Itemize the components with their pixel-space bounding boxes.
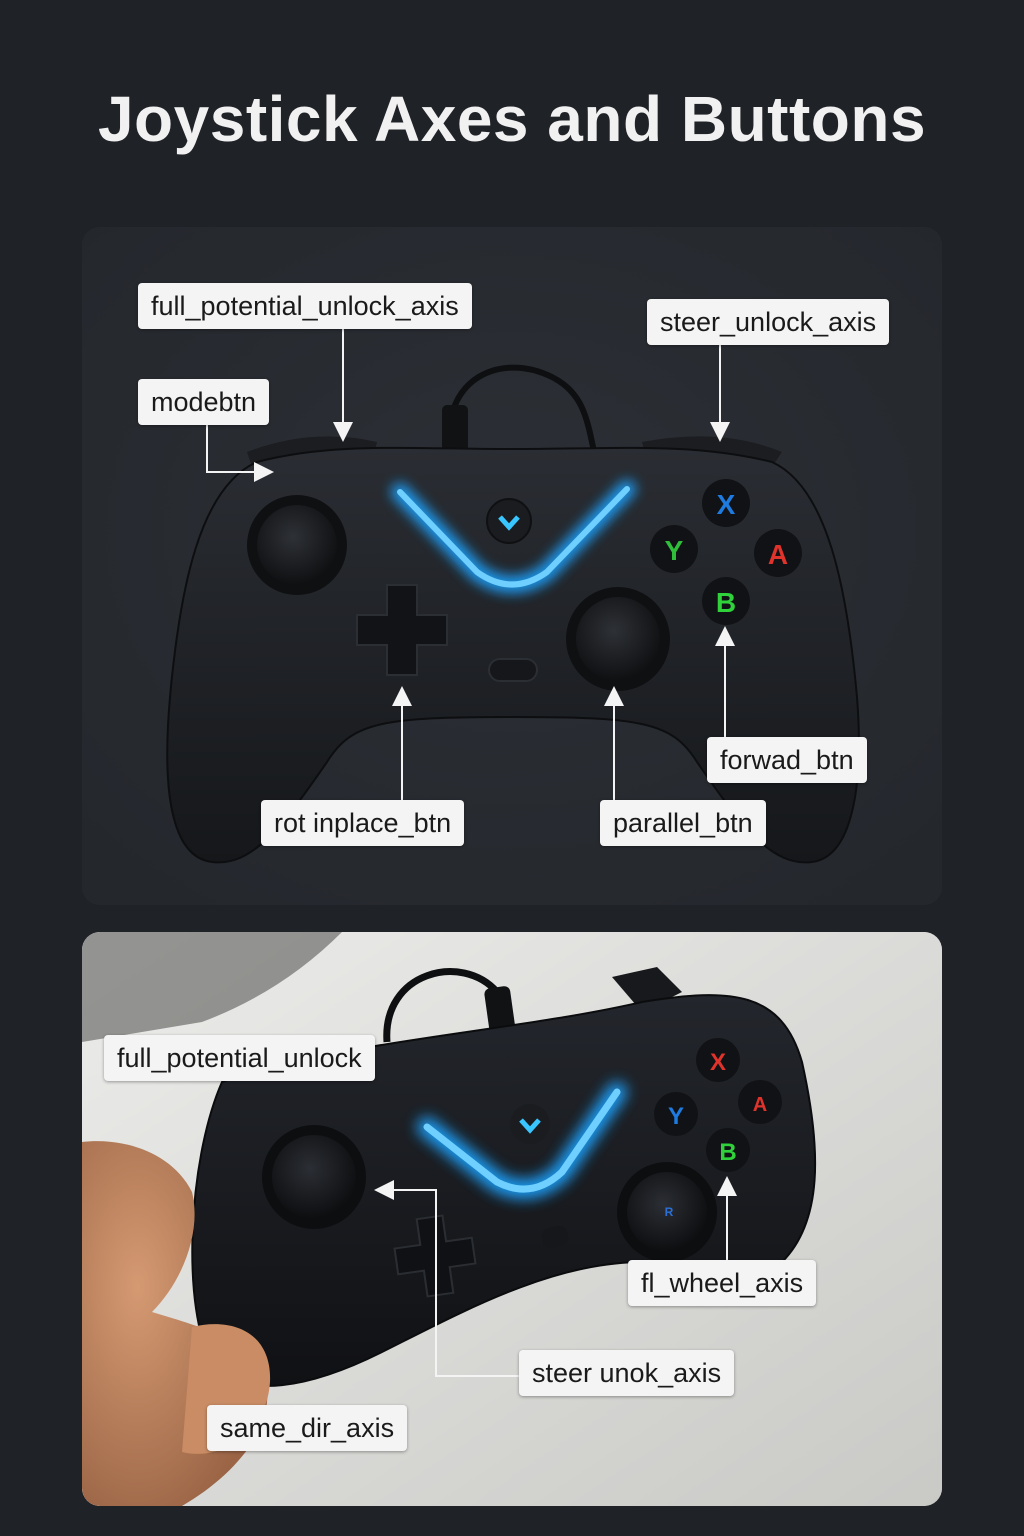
page-title: Joystick Axes and Buttons	[97, 83, 927, 155]
label-full-potential-unlock-axis: full_potential_unlock_axis	[138, 283, 472, 329]
label-modebtn: modebtn	[138, 379, 270, 425]
glow-strip-bottom	[423, 1088, 621, 1193]
label-fl-wheel-axis: fl_wheel_axis	[628, 1260, 817, 1306]
home-button	[486, 498, 532, 544]
center-button	[488, 658, 538, 682]
button-x-bottom	[696, 1038, 740, 1082]
home-logo	[498, 515, 520, 531]
button-a-letter: A	[768, 539, 788, 570]
label-full-potential-unlock: full_potential_unlock	[104, 1035, 375, 1081]
label-parallel-btn: parallel_btn	[600, 800, 766, 846]
label-forwad-btn: forwad_btn	[707, 737, 867, 783]
button-x-letter: X	[717, 489, 736, 520]
label-rot-inplace-btn: rot inplace_btn	[261, 800, 465, 846]
button-b-letter-bottom: B	[719, 1139, 736, 1166]
label-same-dir-axis: same_dir_axis	[207, 1405, 408, 1451]
cable-strain-relief	[442, 405, 468, 451]
cable-strain-relief-bottom	[484, 986, 516, 1038]
button-y-letter-bottom: Y	[668, 1103, 684, 1130]
button-b-letter: B	[716, 587, 736, 618]
cable-bottom	[383, 968, 516, 1043]
glow-strip	[397, 486, 630, 588]
dpad	[356, 584, 448, 676]
button-a	[754, 529, 802, 577]
right-stick	[576, 597, 660, 681]
background-shadow	[82, 932, 342, 1042]
home-logo-bottom	[519, 1118, 541, 1134]
button-y	[650, 525, 698, 573]
left-stick	[257, 505, 337, 585]
right-stick-letter: R	[665, 1205, 674, 1219]
label-steer-unlock-axis: steer_unlock_axis	[647, 299, 890, 345]
button-y-bottom	[654, 1092, 698, 1136]
button-a-letter-bottom: A	[753, 1094, 767, 1116]
button-x-letter-bottom: X	[710, 1049, 726, 1076]
home-button-bottom	[510, 1104, 550, 1144]
cable	[446, 364, 597, 453]
label-steer-unok-axis: steer unok_axis	[519, 1350, 735, 1396]
button-y-letter: Y	[665, 535, 684, 566]
button-b	[702, 577, 750, 625]
button-a-bottom	[738, 1080, 782, 1124]
button-b-bottom	[706, 1128, 750, 1172]
center-button-bottom	[541, 1226, 569, 1248]
button-x	[702, 479, 750, 527]
right-stick-bottom	[627, 1172, 707, 1252]
left-stick-bottom	[272, 1135, 356, 1219]
